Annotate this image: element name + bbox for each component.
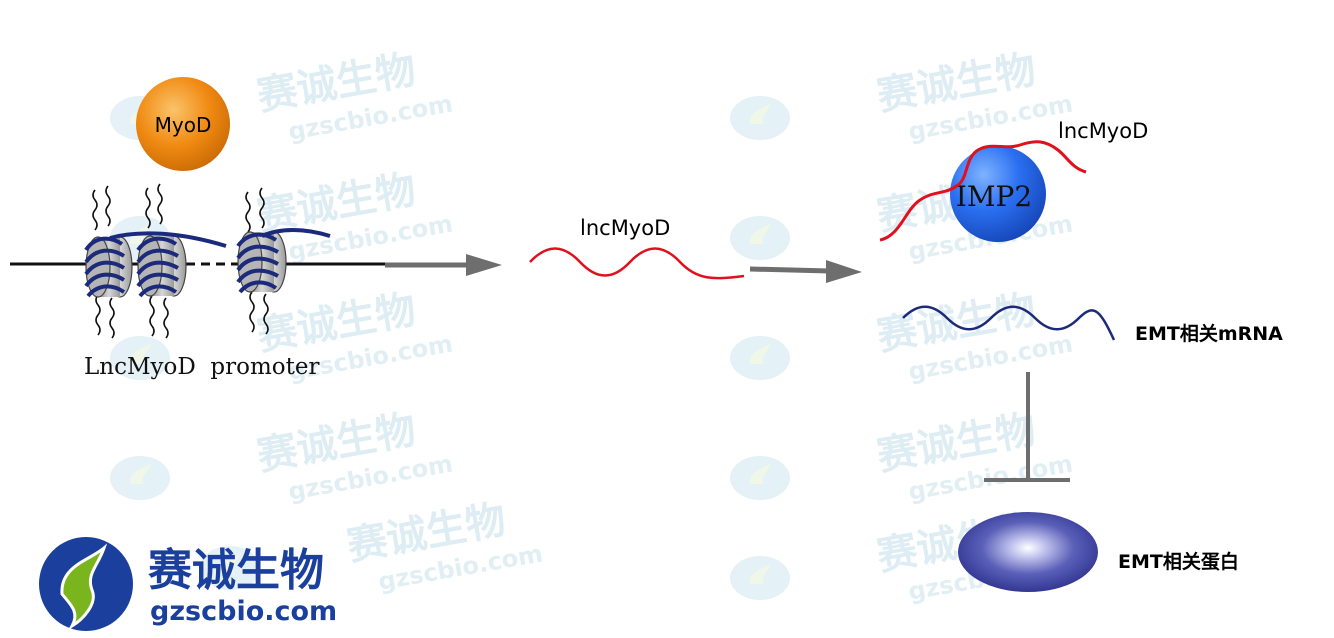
lncmyod-right-label: lncMyoD [1058,119,1148,143]
promoter-label: LncMyoD promoter [84,354,320,380]
logo-en-text: gzscbio.com [150,596,337,627]
myod-label: MyoD [155,113,212,137]
myod-protein: MyoD [136,77,230,171]
chromatin-promoter-group: LncMyoD promoter [10,183,385,380]
imp2-lncmyod-complex: IMP2 lncMyoD [879,119,1148,242]
inhibition-symbol [984,372,1070,482]
emt-mrna-label: EMT相关mRNA [1135,322,1283,345]
lncmyod-middle-label: lncMyoD [580,216,670,240]
emt-mrna: EMT相关mRNA [902,305,1283,345]
arrow-binding [749,260,862,283]
emt-protein-label: EMT相关蛋白 [1118,550,1239,573]
emt-protein: EMT相关蛋白 [958,512,1239,592]
arrow-transcription [385,254,502,276]
logo-cn-text: 赛诚生物 [148,545,324,596]
lncmyod-transcript: lncMyoD [529,216,745,280]
nucleosome-2 [109,183,227,339]
nucleosome-1 [84,185,133,339]
imp2-label: IMP2 [956,180,1032,213]
company-logo: 赛诚生物 gzscbio.com [39,537,337,631]
nucleosome-3 [236,187,331,335]
